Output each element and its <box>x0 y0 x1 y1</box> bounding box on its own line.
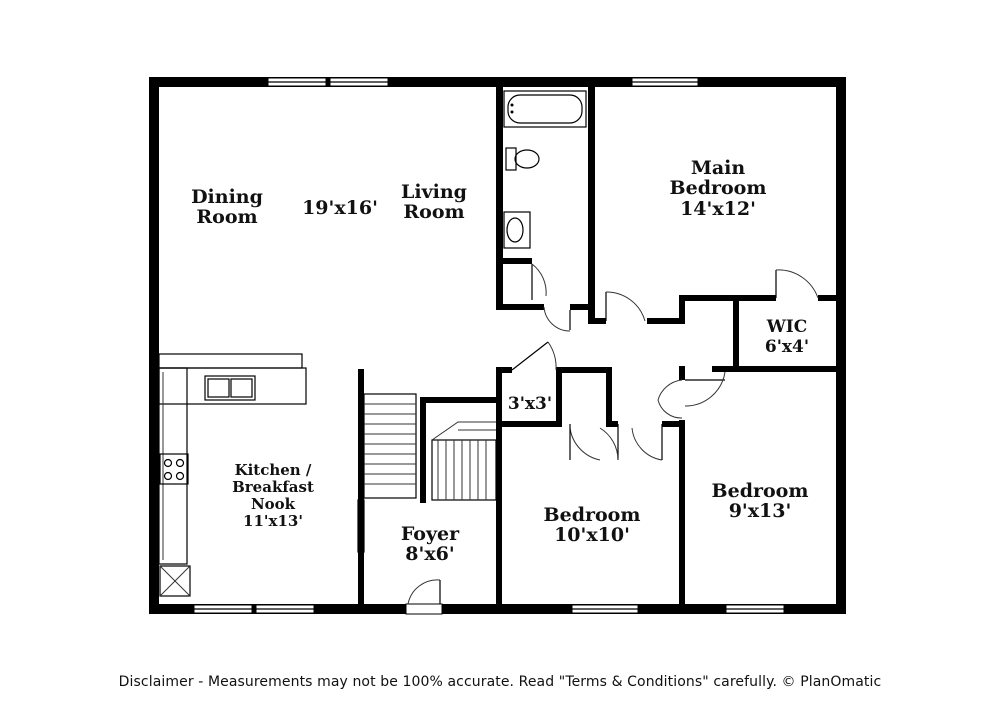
kitchen-label-line2: Breakfast <box>232 478 314 496</box>
living-size: 19'x16' <box>302 197 378 219</box>
kitchen-label-line1: Kitchen / <box>235 461 312 479</box>
dining-label-line1: Dining <box>191 186 263 208</box>
wic-size: 6'x4' <box>765 337 809 357</box>
room-kitchen: Kitchen / Breakfast Nook 11'x13' <box>232 461 314 530</box>
main-bedroom-label-line2: Bedroom <box>670 177 767 199</box>
room-wic: WIC 6'x4' <box>765 317 809 357</box>
bedroom-center-label: Bedroom <box>544 504 641 526</box>
room-foyer: Foyer 8'x6' <box>401 523 460 565</box>
kitchen-counters <box>158 353 307 565</box>
bedroom-right-size: 9'x13' <box>729 500 792 522</box>
kitchen-sink-icon <box>204 375 256 401</box>
bedroom-right-label: Bedroom <box>712 480 809 502</box>
closet-size: 3'x3' <box>508 394 552 414</box>
room-bedroom-right: Bedroom 9'x13' <box>712 480 809 522</box>
toilet-icon <box>505 147 540 171</box>
kitchen-label-line3: Nook <box>251 495 296 513</box>
room-dining: Dining Room <box>191 186 263 228</box>
bathtub-icon <box>503 90 587 128</box>
interior-walls <box>358 87 846 604</box>
living-label-line2: Room <box>403 201 464 223</box>
stove-icon <box>159 453 189 485</box>
foyer-label: Foyer <box>401 523 460 545</box>
disclaimer-text: Disclaimer - Measurements may not be 100… <box>118 674 882 690</box>
living-label-line1: Living <box>401 181 467 203</box>
bedroom-center-size: 10'x10' <box>554 524 630 546</box>
kitchen-size: 11'x13' <box>243 512 303 530</box>
doors <box>405 263 819 615</box>
room-main-bedroom: Main Bedroom 14'x12' <box>670 157 767 220</box>
room-bedroom-center: Bedroom 10'x10' <box>544 504 641 546</box>
exterior-walls <box>149 77 846 614</box>
refrigerator-icon <box>159 565 191 597</box>
stairs-icon <box>357 393 497 553</box>
main-bedroom-size: 14'x12' <box>680 198 756 220</box>
main-bedroom-label-line1: Main <box>691 157 746 179</box>
dining-label-line2: Room <box>196 206 257 228</box>
wic-label: WIC <box>766 317 808 337</box>
room-living: 19'x16' Living Room <box>302 181 467 223</box>
sink-icon <box>503 211 531 249</box>
room-closet: 3'x3' <box>508 394 552 414</box>
windows <box>193 77 785 614</box>
foyer-size: 8'x6' <box>405 543 454 565</box>
